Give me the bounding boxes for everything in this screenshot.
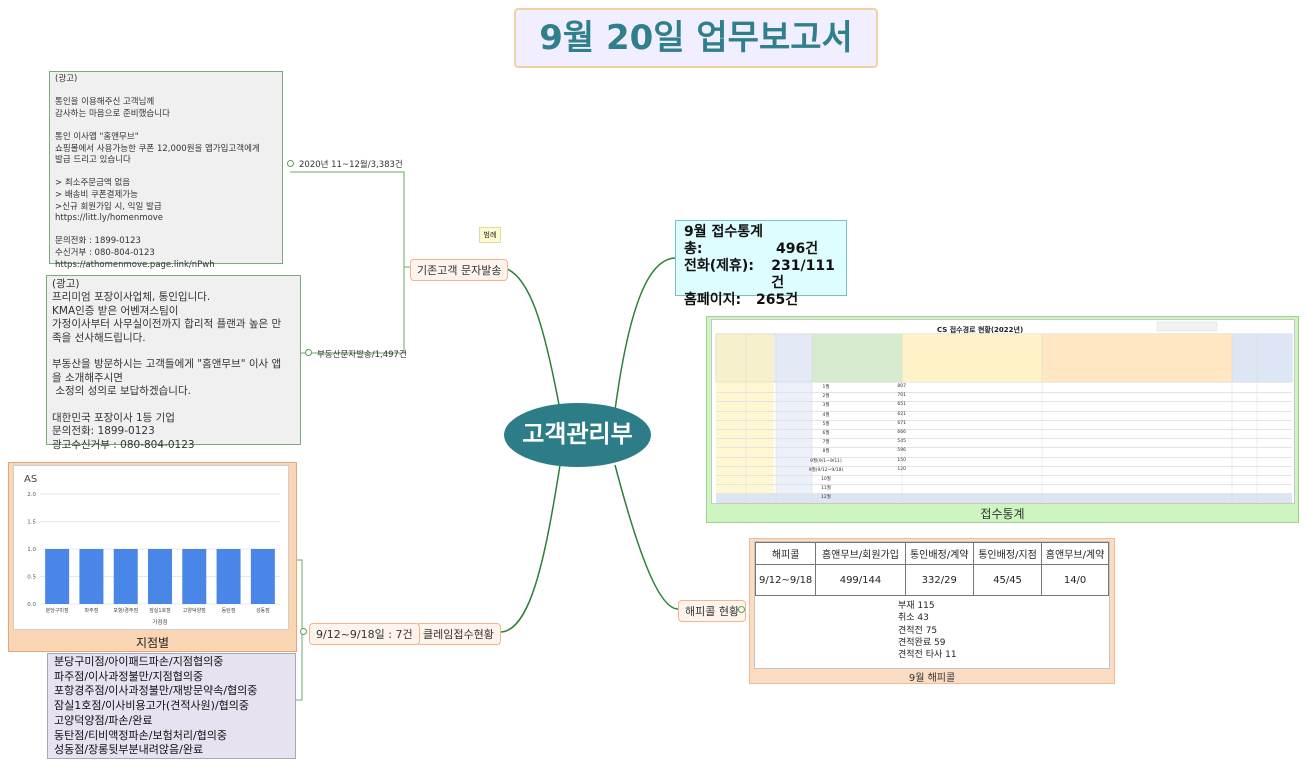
claim-item: 포항경주점/이사과정불만/재방문약속/협의중 [54,684,258,698]
branch-claims[interactable]: 클레임접수현황 [416,623,501,645]
happy-header: 통인배정/지점 [972,542,1043,565]
happycall-table[interactable]: 해피콜 홈앤무브/회원가입 통인배정/계약 통인배정/지점 홈앤무브/계약 9/… [754,541,1110,669]
happycall-caption: 9월 해피콜 [908,673,956,684]
stats-row-homepage: 홈페이지:265건 [684,292,799,308]
claims-notes: 분당구미점/아이패드파손/지점협의중 파주점/이사과정불만/지점협의중 포항경주… [47,653,296,759]
happycall-grid: 해피콜 홈앤무브/회원가입 통인배정/계약 통인배정/지점 홈앤무브/계약 9/… [754,542,1109,596]
bar [113,549,138,604]
bar [79,549,104,604]
collapse-dot[interactable] [305,349,312,356]
happy-header: 해피콜 [754,542,817,565]
sms-message-note: (광고) 통인을 이용해주신 고객님께 감사하는 마음으로 준비했습니다 통인 … [49,71,283,270]
happy-header: 홈앤무브/회원가입 [815,542,906,565]
x-tick-label: 파주점 [85,607,99,614]
bar [45,549,70,604]
y-tick-label: 1.5 [27,520,36,526]
central-topic[interactable]: 고객관리부 [504,403,651,467]
claim-item: 분당구미점/아이패드파손/지점협의중 [54,655,224,668]
claim-item: 파주점/이사과정불만/지점협의중 [54,669,204,683]
stats-row-phone: 전화(제휴):231/111건 [684,258,835,291]
realestate-message-note: (광고) 프리미엄 포장이사업체, 통인입니다. KMA인증 받은 어벤져스팀이… [46,275,301,451]
claim-item: 잠실1호점/이사비용고가(견적사원)/협의중 [54,699,250,713]
collapse-dot[interactable] [287,160,294,167]
cs-row: 9월(9/1~9/11)150 [716,458,1292,467]
september-stats-box[interactable]: 9월 접수통계 총:496건 전화(제휴):231/111건 홈페이지:265건 [675,220,847,308]
claims-chart-caption: 지점별 [135,636,170,650]
branch-existing-customer-sms[interactable]: 기존고객 문자발송 [410,259,509,281]
x-tick-label: 포항/경주점 [113,607,138,614]
happy-cell: 45/45 [972,564,1043,596]
collapse-dot[interactable] [300,628,307,635]
cs-table-grid [715,321,1293,502]
y-tick-label: 1.0 [27,547,36,553]
sub-branch-realestate-sms[interactable]: 부동산문자발송/1,497건 [317,350,407,360]
bar [216,549,241,604]
cs-row: 11월 [716,485,1292,495]
chart-title: AS [24,474,37,485]
happy-cell: 14/0 [1041,564,1109,596]
y-tick-label: 0.5 [27,575,36,581]
cs-row: 12월 [716,494,1292,503]
bar [148,549,172,604]
branch-happycall[interactable]: 해피콜 현황 [678,600,747,622]
happycall-breakdown: 부재 115 취소 43 견적전 75 견적완료 59 견적전 타사 11 [898,601,957,661]
x-tick-label: 성동점 [256,607,270,614]
x-tick-label: 잠실1호점 [149,607,171,614]
stats-row-total: 총:496건 [684,241,819,257]
cs-table-title: CS 접수경로 현황(2022년) [937,326,1024,334]
claim-item: 고양덕양점/파손/완료 [54,713,153,727]
claims-chart[interactable]: AS 0.0 0.5 1.0 1.5 2.0 분당구미점 파주점 포항/경주점 잠실1호점 고양덕양… [13,465,289,630]
cs-caption: 접수통계 [980,507,1025,521]
cs-row: 9월(9/12~9/18)120 [716,467,1292,476]
sub-branch-existing-sms[interactable]: 2020년 11~12월/3,383건 [299,160,403,170]
x-tick-label: 동탄점 [222,607,236,614]
report-title: 9월 20일 업무보고서 [514,8,878,68]
happy-cell: 499/144 [815,564,906,596]
claim-item: 성동점/장롱뒷부분내려앉음/완료 [54,743,204,757]
claims-period-node[interactable]: 9/12~9/18일 : 7건 [309,623,420,645]
bar [250,549,275,604]
x-tick-label: 고양덕양점 [183,607,206,614]
collapse-dot[interactable] [738,606,745,613]
legend-sticky[interactable]: 범례 [479,227,501,243]
bar [182,549,207,604]
x-tick-label: 분당구미점 [46,607,69,614]
happy-cell: 9/12~9/18 [754,564,817,596]
claim-item: 동탄점/티비액정파손/보험처리/협의중 [54,728,228,742]
x-axis-label: 가점점 [152,618,167,626]
y-tick-label: 0.0 [27,602,36,608]
happy-header: 통인배정/계약 [904,542,974,565]
as-bar-chart: AS 0.0 0.5 1.0 1.5 2.0 분당구미점 파주점 포항/경주점 잠실1호점 고양덕양… [24,474,280,626]
y-tick-label: 2.0 [27,492,36,498]
cs-row: 10월 [716,476,1292,486]
happy-header: 홈앤무브/계약 [1041,542,1109,565]
happy-cell: 332/29 [904,564,974,596]
stats-heading: 9월 접수통계 [684,224,764,240]
